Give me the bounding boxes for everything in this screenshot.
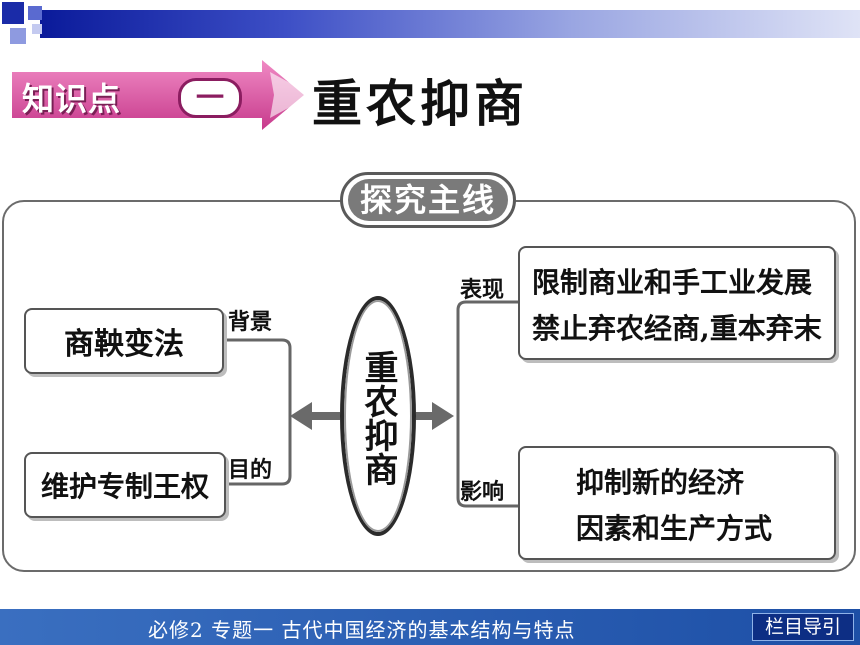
page-title: 重农抑商 [312, 74, 528, 133]
left-bracket-line [224, 338, 292, 486]
center-ellipse-inner [344, 300, 412, 532]
label-manifestation: 表现 [460, 278, 505, 303]
manifestation-line: 限制商业和手工业发展 [532, 266, 813, 299]
left-arrow-head [290, 402, 312, 430]
diagram-header-pill: 探究主线 [340, 172, 516, 228]
impact-line: 抑制新的经济 [576, 466, 745, 499]
background-text: 商鞅变法 [64, 327, 184, 362]
diagram-header-text: 探究主线 [348, 179, 508, 221]
section-nav-button[interactable]: 栏目导引 [752, 613, 854, 641]
footer-course-text: 必修2 专题一 古代中国经济的基本结构与特点 [148, 618, 576, 642]
right-arrow-head [432, 402, 454, 430]
label-background: 背景 [228, 310, 273, 335]
knowledge-point-label: 知识点 [22, 80, 122, 118]
box-impact: 抑制新的经济 因素和生产方式 [518, 446, 836, 560]
decor-square [32, 24, 42, 34]
purpose-text: 维护专制王权 [40, 470, 209, 503]
top-decor-band [0, 0, 860, 48]
label-purpose: 目的 [228, 458, 273, 483]
manifestation-line: 禁止弃农经商,重本弃末 [532, 312, 822, 345]
knowledge-point-number: 一 [178, 78, 242, 118]
right-bracket-line [456, 300, 518, 508]
decor-square [2, 2, 24, 24]
footer-bar: 必修2 专题一 古代中国经济的基本结构与特点 栏目导引 [0, 609, 860, 645]
decor-square [10, 28, 26, 44]
box-background: 商鞅变法 [24, 308, 224, 374]
top-gradient-bar [40, 10, 860, 38]
box-purpose: 维护专制王权 [24, 452, 226, 518]
impact-line: 因素和生产方式 [576, 512, 773, 545]
center-topic: 重农抑商 [358, 350, 398, 486]
box-manifestation: 限制商业和手工业发展 禁止弃农经商,重本弃末 [518, 246, 836, 360]
label-impact: 影响 [460, 480, 505, 505]
decor-square [28, 6, 42, 20]
